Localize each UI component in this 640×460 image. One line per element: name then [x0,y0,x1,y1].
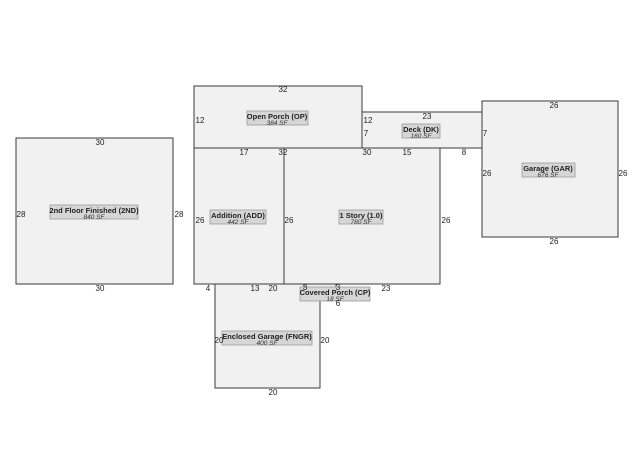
dim-covered-porch-small-b: 3 [336,283,341,292]
area-garage-name: Garage (GAR) [523,164,573,173]
dim-deck-left: 7 [364,129,369,138]
area-one-story[interactable]: 1 Story (1.0) 780 SF [283,147,441,285]
dim-enclosed-garage-bottom: 20 [269,388,278,397]
area-deck-name: Deck (DK) [403,125,439,134]
area-addition[interactable]: Addition (ADD) 442 SF [193,147,285,285]
area-addition-sf: 442 SF [228,219,250,226]
dim-second-floor-left: 28 [17,210,26,219]
dim-addition-bottom-left: 4 [206,284,211,293]
dim-deck-top: 23 [423,112,432,121]
area-one-story-name: 1 Story (1.0) [340,211,383,220]
dim-covered-porch-small-a: 3 [303,283,308,292]
area-enclosed-garage-sf: 400 SF [257,340,279,347]
area-enclosed-garage[interactable]: Enclosed Garage (FNGR) 400 SF [214,283,321,389]
dim-open-porch-left: 12 [196,116,205,125]
dim-second-floor-right: 28 [175,210,184,219]
area-second-floor-sf: 840 SF [84,214,106,221]
area-garage-label-box [521,162,576,178]
area-covered-porch-name: Covered Porch (CP) [300,288,371,297]
dim-open-porch-top: 32 [279,85,288,94]
area-garage[interactable]: Garage (GAR) 676 SF [481,100,619,238]
dim-one-story-top-c: 15 [403,148,412,157]
area-open-porch-name: Open Porch (OP) [247,112,308,121]
dim-covered-porch-bottom: 6 [336,299,341,308]
area-second-floor-name: 2nd Floor Finished (2ND) [49,206,139,215]
area-deck-sf: 160 SF [411,133,433,140]
dim-enclosed-garage-left: 20 [215,336,224,345]
area-open-porch-sf: 384 SF [267,120,289,127]
area-covered-porch-sf: 18 SF [326,296,344,303]
area-garage-sf: 676 SF [538,172,560,179]
area-addition-label-box [209,209,267,225]
dim-one-story-top-b: 30 [363,148,372,157]
dim-one-story-bottom-left: 20 [269,284,278,293]
dim-one-story-bottom: 23 [382,284,391,293]
dim-addition-right: 26 [285,216,294,225]
dim-open-porch-right: 12 [364,116,373,125]
dim-addition-left: 26 [196,216,205,225]
dimension-labels: 30 30 28 28 32 12 12 23 7 7 26 26 26 26 … [17,85,628,397]
area-open-porch-label-box [246,110,309,126]
area-one-story-sf: 780 SF [351,219,373,226]
dim-addition-top: 17 [240,148,249,157]
dim-addition-bottom-right: 13 [251,284,260,293]
dim-one-story-top-a: 32 [279,148,288,157]
area-open-porch[interactable]: Open Porch (OP) 384 SF [193,85,363,149]
area-deck-label-box [401,123,441,139]
dim-second-floor-top: 30 [96,138,105,147]
dim-garage-bottom: 26 [550,237,559,246]
dim-enclosed-garage-right: 20 [321,336,330,345]
area-covered-porch[interactable]: Covered Porch (CP) 18 SF [299,283,371,303]
dim-garage-left: 26 [483,169,492,178]
area-one-story-label-box [338,209,384,225]
dim-second-floor-bottom: 30 [96,284,105,293]
dim-garage-right: 26 [619,169,628,178]
area-enclosed-garage-label-box [221,330,313,346]
area-addition-name: Addition (ADD) [211,211,265,220]
area-second-floor-label-box [49,204,139,220]
area-second-floor[interactable]: 2nd Floor Finished (2ND) 840 SF [15,137,174,285]
dim-deck-right: 7 [483,129,488,138]
area-deck[interactable]: Deck (DK) 160 SF [361,111,483,149]
area-covered-porch-label-box [299,286,371,302]
dim-garage-top: 26 [550,101,559,110]
dim-one-story-top-d: 8 [462,148,467,157]
area-enclosed-garage-name: Enclosed Garage (FNGR) [222,332,312,341]
dim-one-story-right: 26 [442,216,451,225]
